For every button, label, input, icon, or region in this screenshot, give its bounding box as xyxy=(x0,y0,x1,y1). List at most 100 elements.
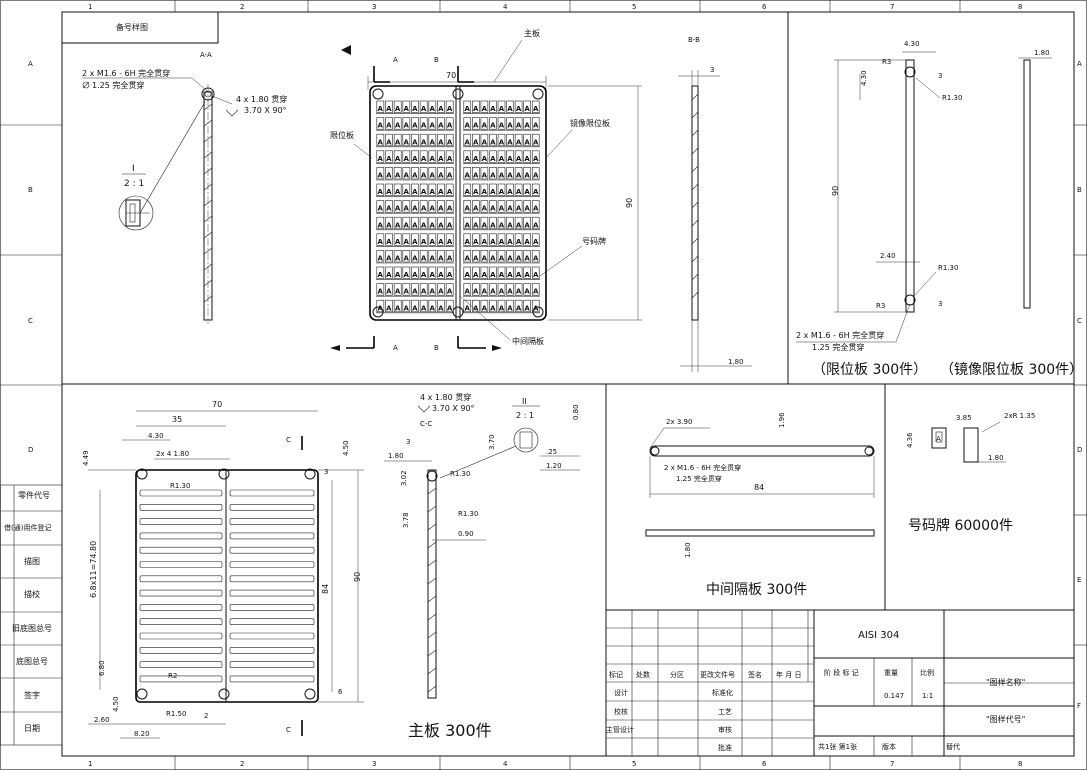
grid-cell xyxy=(402,183,411,196)
grid-cell xyxy=(393,100,402,113)
grid-cell-letter: A xyxy=(507,221,513,229)
grid-cell xyxy=(437,299,445,313)
grid-cell-letter: A xyxy=(378,288,384,296)
grid-cell xyxy=(411,183,419,196)
grid-cell-letter: A xyxy=(482,122,488,130)
grid-cell-letter: A xyxy=(447,188,453,196)
dim: 35 xyxy=(172,415,182,424)
plate-slot xyxy=(139,546,223,554)
plate-slot xyxy=(139,646,223,654)
grid-cell xyxy=(385,183,393,196)
grid-cell xyxy=(376,133,385,147)
dim-90: 90 xyxy=(831,186,840,196)
grid-cell-letter: A xyxy=(395,271,401,279)
grid-cell-letter: A xyxy=(465,271,471,279)
grid-cell-letter: A xyxy=(430,288,436,296)
dim: R1.30 xyxy=(458,510,478,518)
grid-cell-letter: A xyxy=(516,271,522,279)
grid-cell xyxy=(376,100,385,113)
grid-cell xyxy=(472,216,480,230)
row-letter: D xyxy=(28,446,33,454)
grid-cell xyxy=(472,283,480,296)
grid-cell-letter: A xyxy=(533,205,539,213)
grid-cell xyxy=(472,233,480,246)
grid-cell-letter: A xyxy=(412,155,418,163)
plate-slot xyxy=(139,661,223,668)
grid-cell-letter: A xyxy=(386,238,392,246)
grid-cell-letter: A xyxy=(482,188,488,196)
dim: R1.30 xyxy=(450,470,470,478)
grid-cell-letter: A xyxy=(430,255,436,263)
grid-cell-letter: A xyxy=(412,221,418,229)
grid-cell xyxy=(428,133,437,147)
section-cc-view: 4 x 1.80 贯穿 3.70 X 90° C-C 3 1.80 3.02 R… xyxy=(384,392,580,699)
grid-cell-letter: A xyxy=(395,288,401,296)
grid-cell xyxy=(489,133,497,147)
grid-cell-letter: A xyxy=(386,172,392,180)
grid-cell xyxy=(393,266,402,279)
dim: 1.96 xyxy=(778,412,786,428)
grid-cell xyxy=(472,266,480,279)
plate-slot xyxy=(229,575,315,583)
plate-slot xyxy=(229,489,315,497)
grid-cell xyxy=(472,150,480,163)
grid-cell xyxy=(463,200,472,213)
grid-cell xyxy=(489,200,497,213)
plate-slot xyxy=(139,518,223,525)
plate-slot xyxy=(229,589,315,597)
grid-cell xyxy=(497,150,506,163)
grid-cell-letter: A xyxy=(533,304,539,312)
grid-cell xyxy=(385,299,393,313)
grid-cell-letter: A xyxy=(421,255,427,263)
label-middle-plate: 中间隔板 xyxy=(512,336,544,346)
grid-cell-letter: A xyxy=(473,188,479,196)
grid-cell xyxy=(402,250,411,263)
dim: 70 xyxy=(212,400,222,409)
grid-cell-letter: A xyxy=(499,105,505,113)
grid-cell-letter: A xyxy=(465,288,471,296)
grid-cell-letter: A xyxy=(421,105,427,113)
plate-slot xyxy=(139,575,223,583)
grid-cell xyxy=(463,233,472,246)
grid-cell xyxy=(531,216,540,230)
row-letter: B xyxy=(28,186,33,194)
col-number: 5 xyxy=(632,760,636,768)
left-label: 零件代号 xyxy=(18,490,50,500)
grid-cell xyxy=(428,216,437,230)
dim: 84 xyxy=(321,584,330,594)
tb-header: 处数 xyxy=(636,670,650,679)
grid-cell-letter: A xyxy=(438,188,444,196)
grid-cell xyxy=(463,150,472,163)
grid-cell xyxy=(445,167,454,180)
dim: 4.30 xyxy=(904,40,920,48)
grid-cell-letter: A xyxy=(524,122,530,130)
thread-note-sub: 1.25 完全贯穿 xyxy=(92,80,144,90)
grid-cell-letter: A xyxy=(378,205,384,213)
grid-cell xyxy=(497,200,506,213)
section-aa-title: A-A xyxy=(200,51,212,59)
grid-cell xyxy=(531,183,540,196)
number-tag-view: 3.85 2xR 1.35 A 4.36 1.80 号码牌 60000件 xyxy=(906,412,1035,534)
grid-cell-letter: A xyxy=(412,188,418,196)
grid-cell xyxy=(514,133,523,147)
grid-cell-letter: A xyxy=(465,105,471,113)
dim: 0.80 xyxy=(572,404,580,420)
grid-cell xyxy=(419,216,428,230)
grid-cell-letter: A xyxy=(421,122,427,130)
dim: 0.90 xyxy=(458,530,474,538)
grid-cell xyxy=(445,233,454,246)
grid-cell-letter: A xyxy=(465,138,471,146)
left-label: 借(通)用件登记 xyxy=(4,523,51,532)
dim: 2xR 1.35 xyxy=(1004,412,1035,420)
dim-width: 70 xyxy=(446,71,456,80)
grid-cell-letter: A xyxy=(465,238,471,246)
thread-note-sub: 1.25 完全贯穿 xyxy=(812,342,864,352)
grid-cell xyxy=(489,299,497,313)
grid-cell xyxy=(531,133,540,147)
thread-note: 2 x M1.6 - 6H 完全贯穿 xyxy=(796,330,884,340)
grid-cell-letter: A xyxy=(473,221,479,229)
dim: 8.20 xyxy=(134,730,150,738)
grid-cell-letter: A xyxy=(378,221,384,229)
